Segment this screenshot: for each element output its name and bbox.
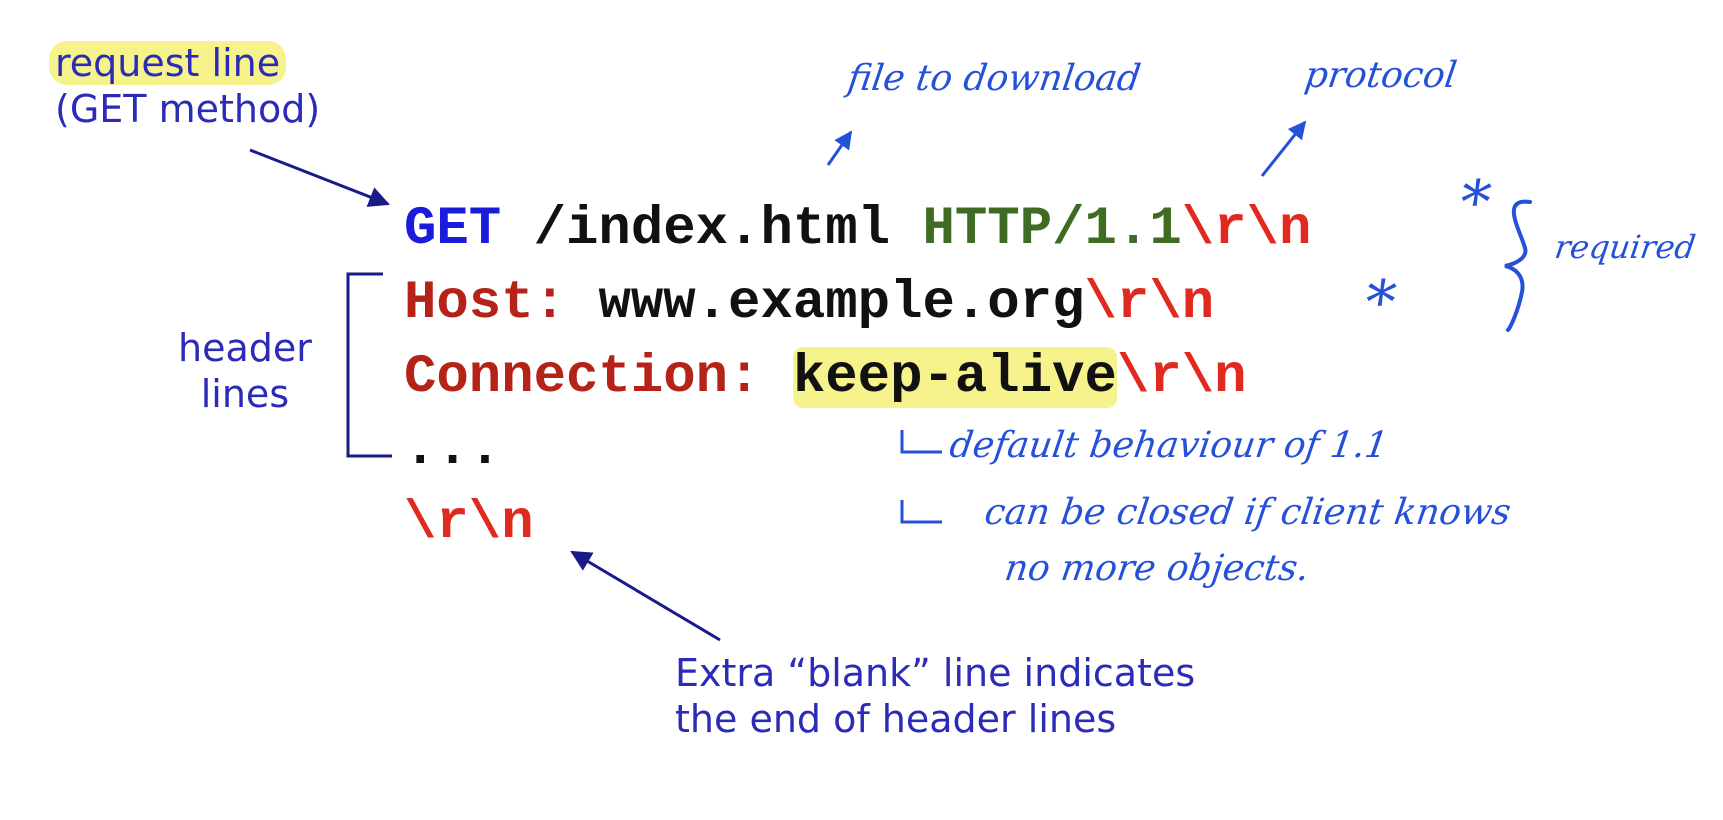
header-name: Host: <box>404 273 567 334</box>
file-arrow <box>826 130 853 166</box>
request-path: /index.html <box>533 199 891 260</box>
header-lines-label: header lines <box>178 325 312 418</box>
header-value: www.example.org <box>598 273 1085 334</box>
required-brace <box>1504 199 1532 332</box>
request-line-label: request line (GET method) <box>49 40 321 133</box>
request-line-highlight: request line <box>49 41 287 85</box>
crlf: \r\n <box>1084 273 1215 334</box>
header-lines-label-line1: header <box>178 326 312 370</box>
blank-line-label: Extra “blank” line indicates the end of … <box>675 650 1195 743</box>
header-line-connection: Connection: keep-alive\r\n <box>404 347 1247 408</box>
final-crlf: \r\n <box>404 493 534 554</box>
bullet-arrow-2 <box>900 500 942 524</box>
crlf: \r\n <box>1181 199 1312 260</box>
crlf: \r\n <box>1116 347 1247 408</box>
get-method-label: (GET method) <box>55 87 321 132</box>
http-method: GET <box>404 199 502 260</box>
request-line-arrow <box>249 148 390 207</box>
blank-line-label-line2: the end of header lines <box>675 697 1117 742</box>
request-line: GET /index.html HTTP/1.1\r\n <box>404 203 1311 257</box>
header-line-host: Host: www.example.org\r\n <box>404 277 1214 331</box>
ellipsis: ... <box>404 419 502 480</box>
header-lines-bracket <box>346 272 392 458</box>
header-value: keep-alive <box>792 347 1117 408</box>
blank-line-arrow <box>570 550 721 642</box>
blank-line-label-line1: Extra “blank” line indicates <box>675 651 1196 695</box>
header-name: Connection: <box>404 347 761 408</box>
protocol-arrow <box>1260 120 1307 177</box>
bullet-arrow-1 <box>900 430 942 454</box>
http-version: HTTP/1.1 <box>922 199 1182 260</box>
header-lines-label-line2: lines <box>200 372 290 417</box>
